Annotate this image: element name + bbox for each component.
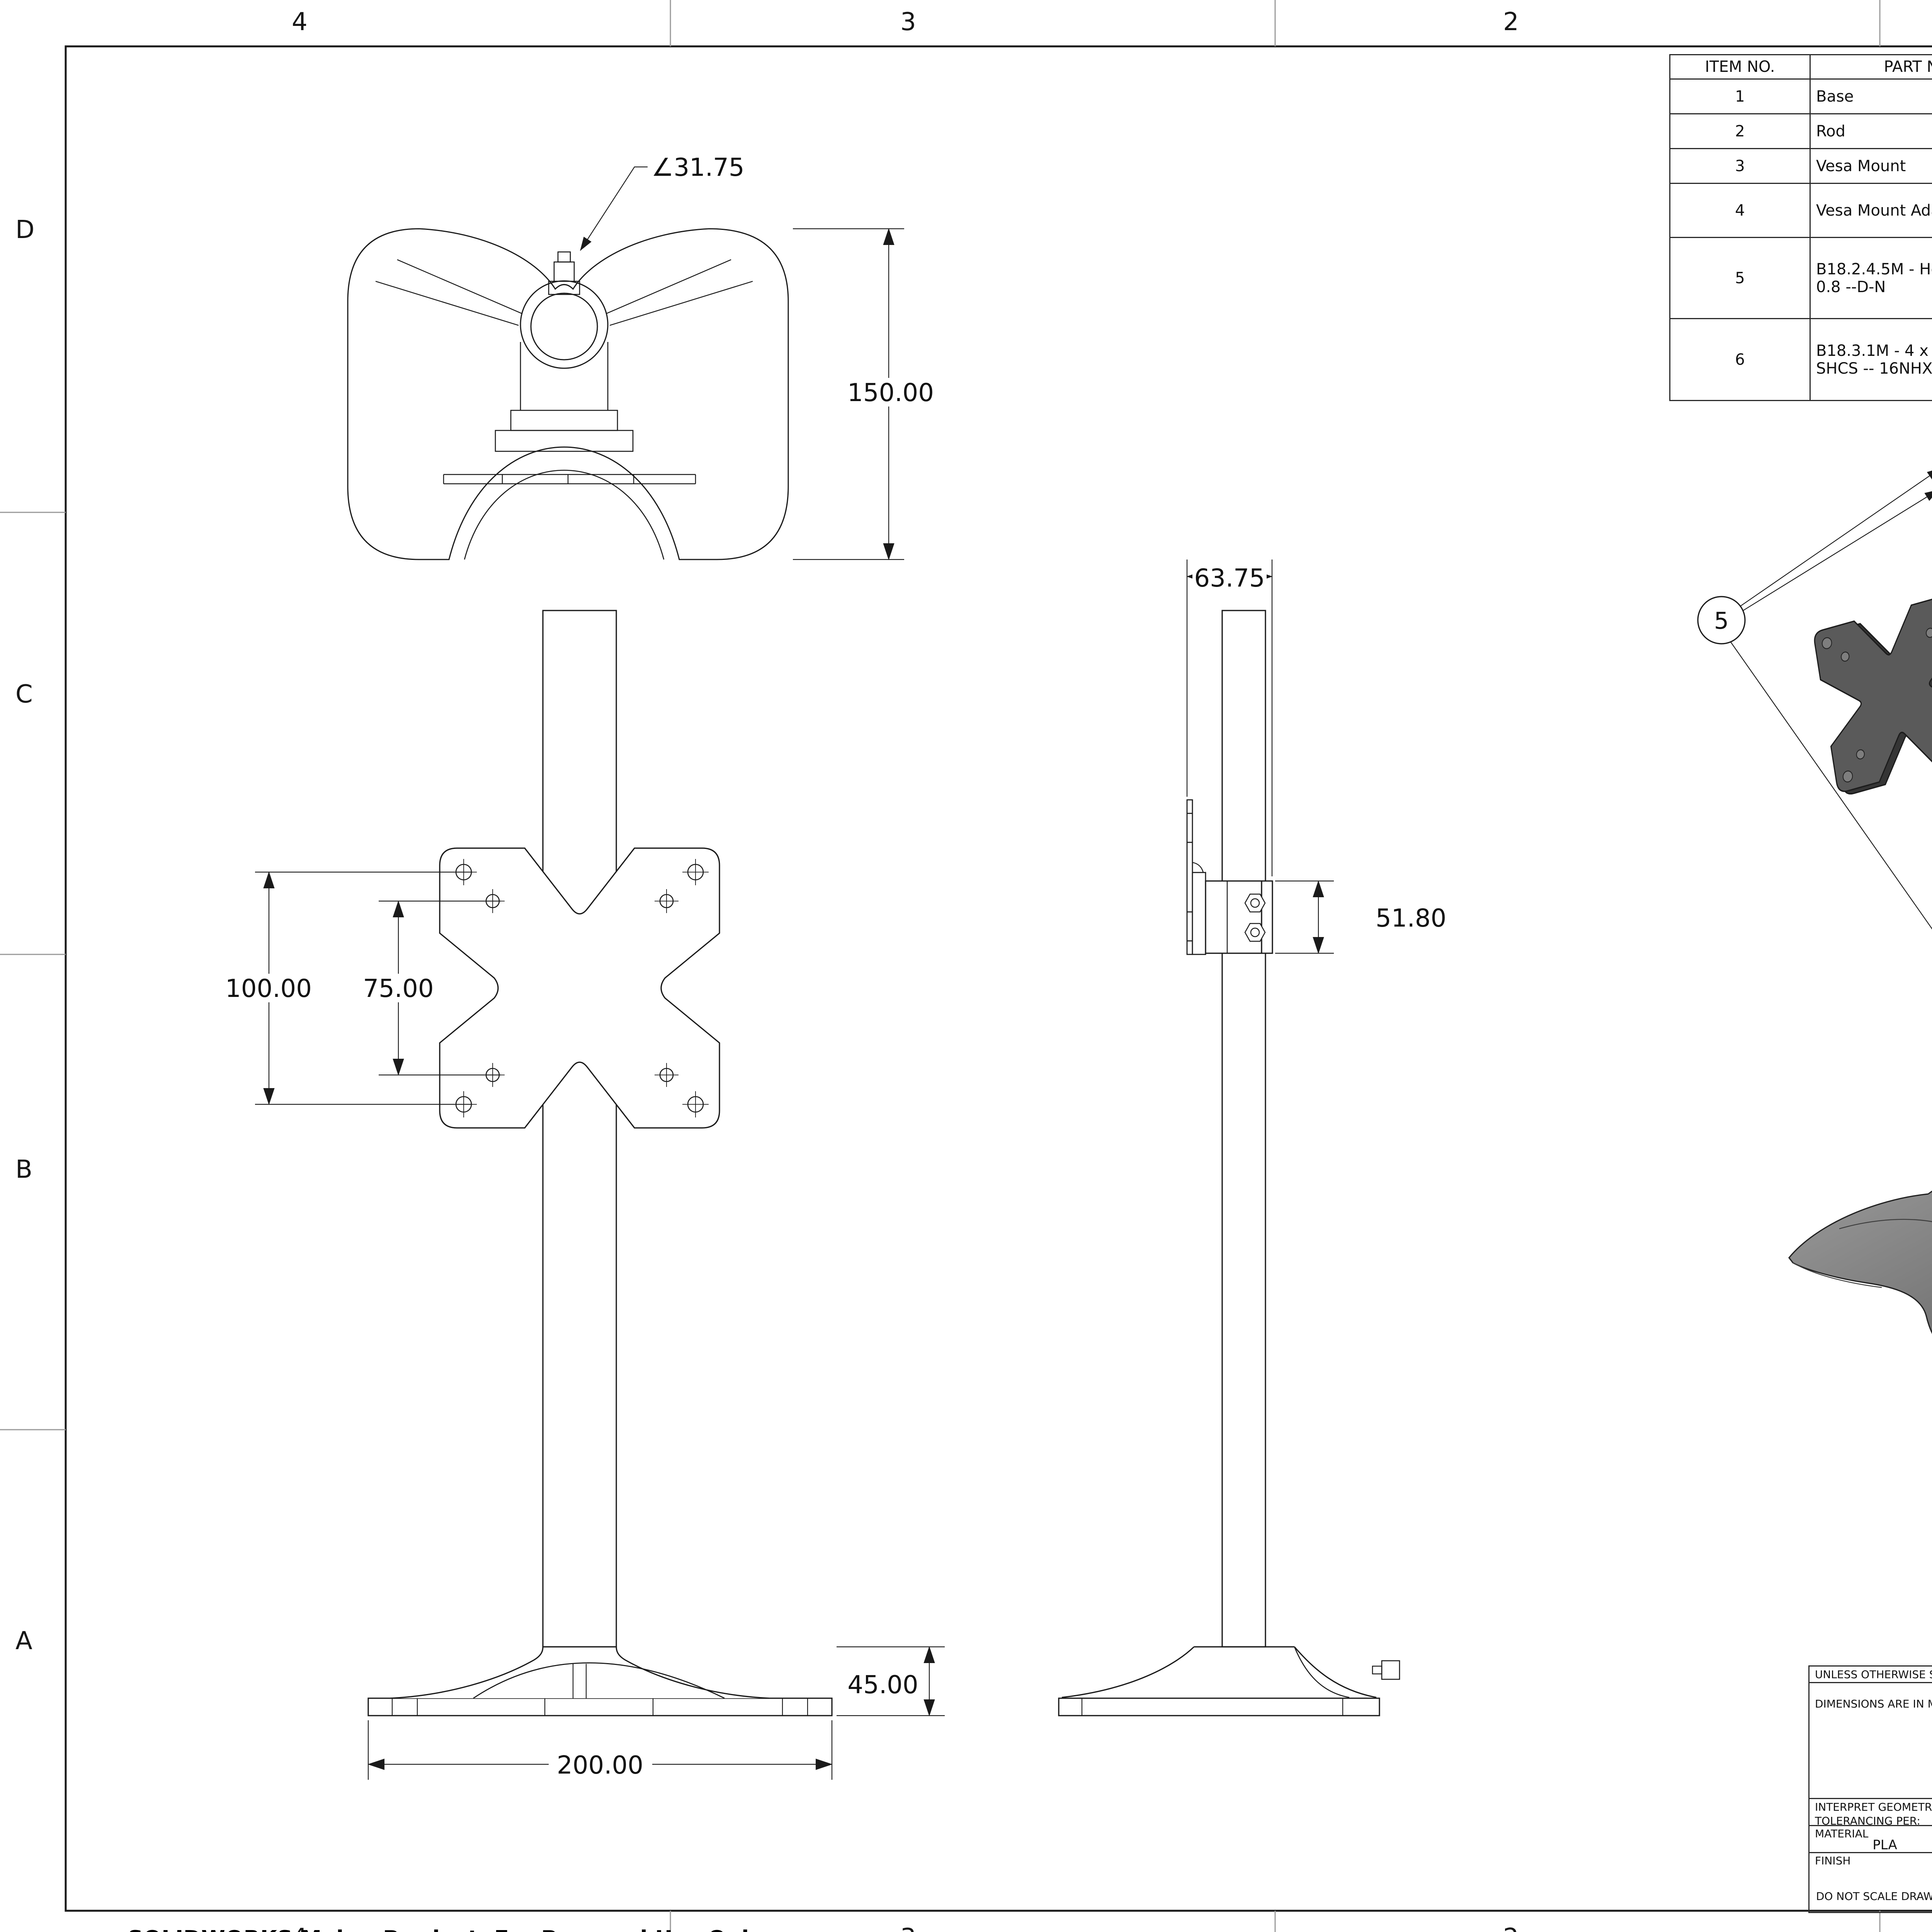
zone-bottom-4: 4 bbox=[292, 1923, 308, 1932]
zone-left-c: C bbox=[15, 680, 33, 709]
bom-table: ITEM NO. PART NUMBER QTY. 1 Base 1 2 Rod… bbox=[1669, 54, 1932, 401]
front-rod bbox=[542, 610, 617, 1648]
dim-200-text: 200.00 bbox=[557, 1751, 643, 1780]
side-view: 63.75 bbox=[1058, 560, 1446, 1716]
vesa-holes bbox=[451, 859, 709, 1117]
dim-100-text: 100.00 bbox=[225, 975, 312, 1003]
bom-row-part: Base bbox=[1810, 78, 1932, 113]
bom-header-part: PART NUMBER bbox=[1810, 55, 1932, 78]
zone-top-2: 2 bbox=[1503, 8, 1519, 36]
zone-top-4: 4 bbox=[292, 8, 308, 36]
bom-row-item: 6 bbox=[1670, 318, 1810, 400]
svg-text:5: 5 bbox=[1714, 607, 1729, 634]
footer-watermark: SOLIDWORKS Maker Product. For Personal U… bbox=[128, 1926, 769, 1932]
part-base bbox=[1788, 1190, 1932, 1334]
bom-row-item: 3 bbox=[1670, 148, 1810, 183]
tb-material-label: MATERIAL bbox=[1815, 1827, 1869, 1840]
bom-row-item: 5 bbox=[1670, 237, 1810, 318]
dim-diameter: ∠31.75 bbox=[651, 153, 745, 182]
balloons: 1 2 3 4 5 bbox=[1697, 596, 1746, 645]
exploded-view: 1 2 3 4 5 bbox=[1697, 468, 1932, 1334]
dim-63-text: 63.75 bbox=[1194, 564, 1265, 593]
front-view: 100.00 75.00 bbox=[220, 610, 945, 1780]
zone-left-b: B bbox=[15, 1155, 32, 1184]
balloon-5: 5 bbox=[1697, 596, 1746, 645]
top-view-clamp-bore-inner bbox=[530, 293, 598, 361]
zone-left-a: A bbox=[15, 1627, 32, 1655]
tb-interpret: INTERPRET GEOMETRIC TOLERANCING PER: bbox=[1815, 1801, 1932, 1828]
bom-row-part: B18.2.4.5M - Hex jam nut, M5 x 0.8 --D-N bbox=[1810, 237, 1932, 318]
dim-51 bbox=[1275, 880, 1334, 954]
dim-51-text: 51.80 bbox=[1376, 904, 1446, 933]
side-clamp bbox=[1205, 880, 1273, 954]
zone-bottom-2: 2 bbox=[1503, 1923, 1519, 1932]
top-view-outline bbox=[347, 228, 789, 560]
dim-75-text: 75.00 bbox=[363, 975, 434, 1003]
title-block: UNLESS OTHERWISE SPECIFIED: DIMENSIONS A… bbox=[1808, 1665, 1932, 1913]
top-view-bolt bbox=[548, 251, 580, 295]
bom-row-part: Vesa Mount Adapter bbox=[1810, 183, 1932, 237]
side-base bbox=[1058, 1646, 1400, 1716]
bom-row-part: Rod bbox=[1810, 113, 1932, 148]
top-view-ridges bbox=[375, 259, 753, 326]
balloon-leaders bbox=[1730, 468, 1932, 930]
dim-150-text: 150.00 bbox=[847, 379, 934, 407]
side-vesa-plate bbox=[1186, 799, 1206, 955]
tb-finish-label: FINISH bbox=[1815, 1854, 1851, 1867]
tb-dims-in-mm: DIMENSIONS ARE IN MM bbox=[1815, 1697, 1932, 1710]
part-vesa-mount bbox=[1814, 595, 1932, 795]
bom-row-item: 4 bbox=[1670, 183, 1810, 237]
front-base bbox=[367, 1646, 833, 1716]
zone-top-3: 3 bbox=[900, 8, 916, 36]
side-rod bbox=[1221, 610, 1266, 1648]
tb-unless: UNLESS OTHERWISE SPECIFIED: bbox=[1815, 1668, 1932, 1681]
tb-do-not-scale: DO NOT SCALE DRAWING bbox=[1816, 1890, 1932, 1903]
top-view-plate-edge bbox=[443, 474, 696, 485]
dim-45-text: 45.00 bbox=[847, 1671, 918, 1699]
top-view: ∠31.75 150.00 bbox=[347, 153, 937, 560]
dim-diameter-leader bbox=[580, 166, 648, 251]
zone-bottom-3: 3 bbox=[900, 1923, 916, 1932]
bom-row-part: B18.3.1M - 4 x 0.7 x 16 Hex SHCS -- 16NH… bbox=[1810, 318, 1932, 400]
tb-material-value: PLA bbox=[1872, 1837, 1897, 1853]
front-vesa-plate bbox=[439, 847, 720, 1129]
bom-row-item: 2 bbox=[1670, 113, 1810, 148]
bom-row-item: 1 bbox=[1670, 78, 1810, 113]
dim-45 bbox=[837, 1646, 945, 1716]
zone-left-d: D bbox=[15, 216, 35, 244]
bom-header-item: ITEM NO. bbox=[1705, 58, 1775, 76]
bom-row-part: Vesa Mount bbox=[1810, 148, 1932, 183]
